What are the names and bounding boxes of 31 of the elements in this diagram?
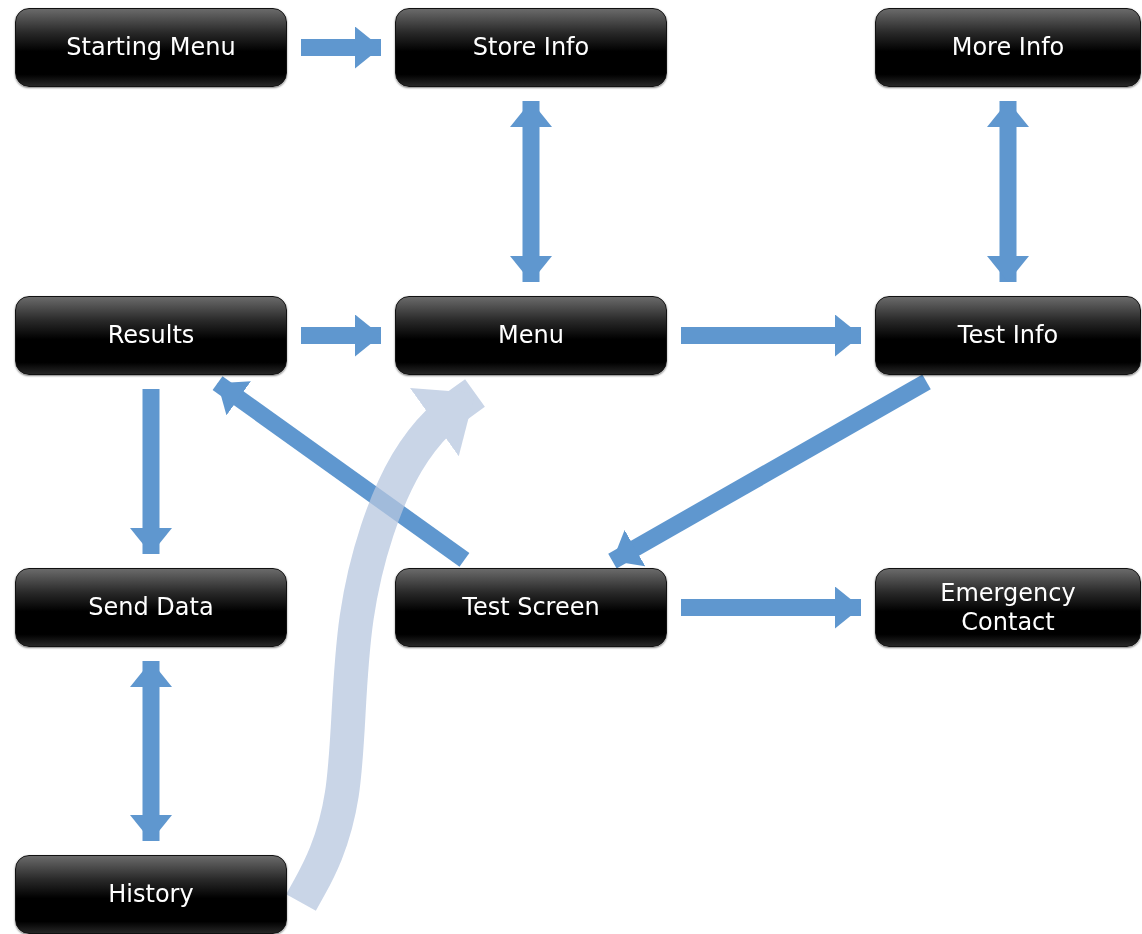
screen-label: Test Info: [957, 321, 1059, 350]
arrow: [608, 374, 931, 569]
screen-box: [875, 568, 1141, 647]
screen-box: [15, 296, 287, 375]
arrow: [681, 314, 861, 357]
screen-label: History: [108, 880, 194, 909]
arrow: [130, 661, 172, 841]
screen-box: [395, 568, 667, 647]
screen-label: Menu: [498, 321, 564, 350]
screen-box: [15, 568, 287, 647]
screen-box: [875, 296, 1141, 375]
screen-label: More Info: [951, 33, 1065, 62]
screen-label: Starting Menu: [66, 33, 236, 62]
screen-label: Results: [107, 321, 195, 350]
screen-label: Emergency Contact: [939, 578, 1077, 637]
arrow: [987, 101, 1029, 282]
arrow: [286, 379, 485, 911]
screen-box: [15, 855, 287, 934]
screen-box: [15, 8, 287, 87]
arrow: [301, 314, 381, 357]
arrow: [301, 26, 381, 69]
screen-label: Send Data: [88, 593, 214, 622]
arrow: [130, 389, 172, 554]
arrow: [681, 586, 861, 629]
arrow: [510, 101, 552, 282]
arrow: [212, 376, 470, 567]
screen-label: Test Screen: [462, 593, 600, 622]
screen-box: [395, 296, 667, 375]
screen-box: [395, 8, 667, 87]
screen-label: Store Info: [472, 33, 590, 62]
screen-box: [875, 8, 1141, 87]
